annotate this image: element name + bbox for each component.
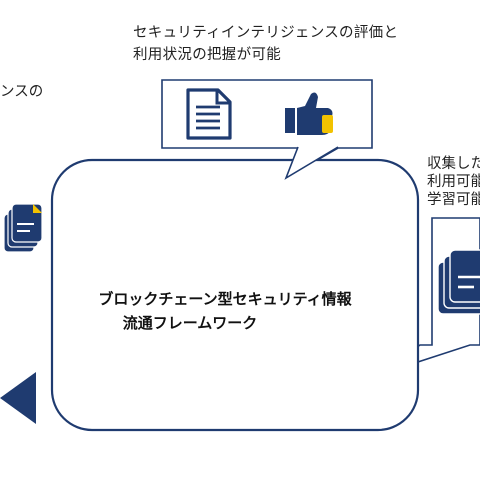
arrow-left-icon bbox=[0, 372, 36, 424]
right-caption-line-3: 学習可能 bbox=[427, 192, 480, 208]
framework-title-line-1: ブロックチェーン型セキュリティ情報 bbox=[98, 290, 352, 308]
left-caption: ンスの bbox=[0, 84, 44, 100]
top-caption-line-2: 利用状況の把握が可能 bbox=[133, 47, 281, 63]
file-stack-icon bbox=[3, 203, 43, 253]
top-bubble-tail bbox=[284, 146, 339, 180]
right-caption-line-1: 収集した bbox=[427, 156, 480, 172]
framework-title-line-2: 流通フレームワーク bbox=[122, 314, 258, 332]
file-stack-icon bbox=[437, 249, 480, 315]
right-caption-line-2: 利用可能 bbox=[427, 174, 480, 190]
top-caption-line-1: セキュリティインテリジェンスの評価と bbox=[133, 25, 399, 41]
document-icon bbox=[186, 88, 232, 140]
framework-box bbox=[50, 158, 420, 432]
thumbs-up-icon bbox=[285, 92, 333, 135]
